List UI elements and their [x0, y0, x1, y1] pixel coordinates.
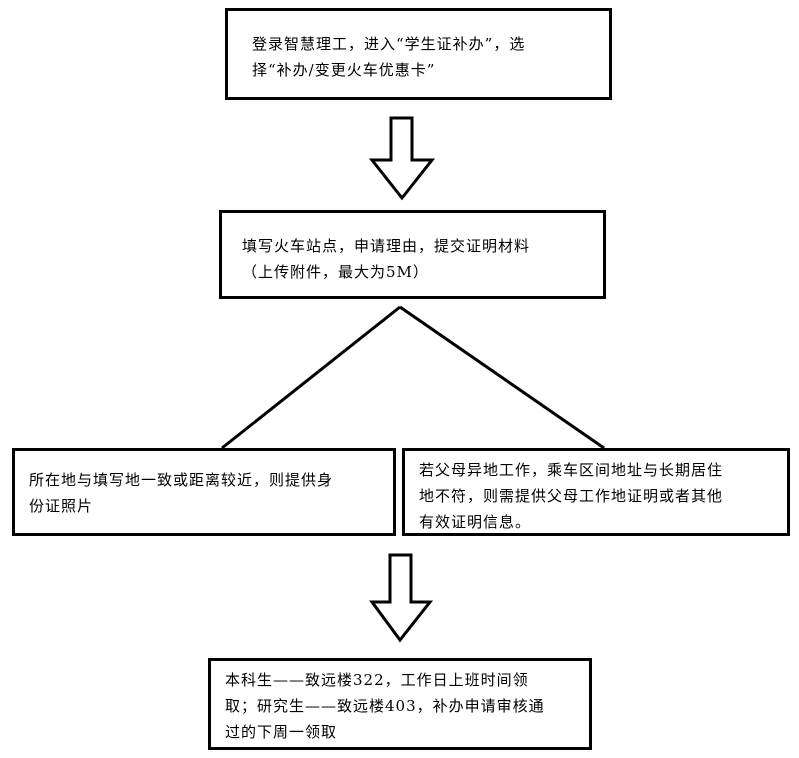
branch-line-left	[221, 305, 401, 450]
step-pickup-line-3: 过的下周一领取	[225, 723, 338, 741]
step-pickup-box: 本科生——致远楼322，工作日上班时间领 取；研究生——致远楼403，补办申请审…	[208, 658, 592, 750]
step-login-box: 登录智慧理工，进入“学生证补办”，选 择“补办/变更火车优惠卡”	[225, 8, 612, 100]
step-parents-work-line-1: 若父母异地工作，乘车区间地址与长期居住	[419, 461, 724, 479]
down-arrow-icon	[368, 116, 436, 201]
step-fill-line-1: 填写火车站点，申请理由，提交证明材料	[242, 237, 531, 255]
step-parents-work-box: 若父母异地工作，乘车区间地址与长期居住 地不符，则需提供父母工作地证明或者其他 …	[402, 448, 790, 536]
step-parents-work-line-3: 有效证明信息。	[419, 513, 532, 531]
step-pickup-line-2: 取；研究生——致远楼403，补办申请审核通	[225, 697, 545, 715]
step-fill-box: 填写火车站点，申请理由，提交证明材料 （上传附件，最大为5M）	[219, 210, 606, 299]
branch-line-right	[399, 305, 605, 450]
step-parents-work-line-2: 地不符，则需提供父母工作地证明或者其他	[419, 487, 724, 505]
step-fill-line-2: （上传附件，最大为5M）	[242, 263, 429, 281]
step-same-location-line-1: 所在地与填写地一致或距离较近，则提供身	[29, 471, 334, 489]
step-pickup-line-1: 本科生——致远楼322，工作日上班时间领	[225, 671, 529, 689]
step-login-line-2: 择“补办/变更火车优惠卡”	[252, 61, 436, 79]
step-login-line-1: 登录智慧理工，进入“学生证补办”，选	[252, 35, 526, 53]
step-same-location-line-2: 份证照片	[29, 497, 94, 515]
down-arrow-icon	[369, 553, 434, 643]
step-same-location-box: 所在地与填写地一致或距离较近，则提供身 份证照片	[12, 448, 396, 536]
